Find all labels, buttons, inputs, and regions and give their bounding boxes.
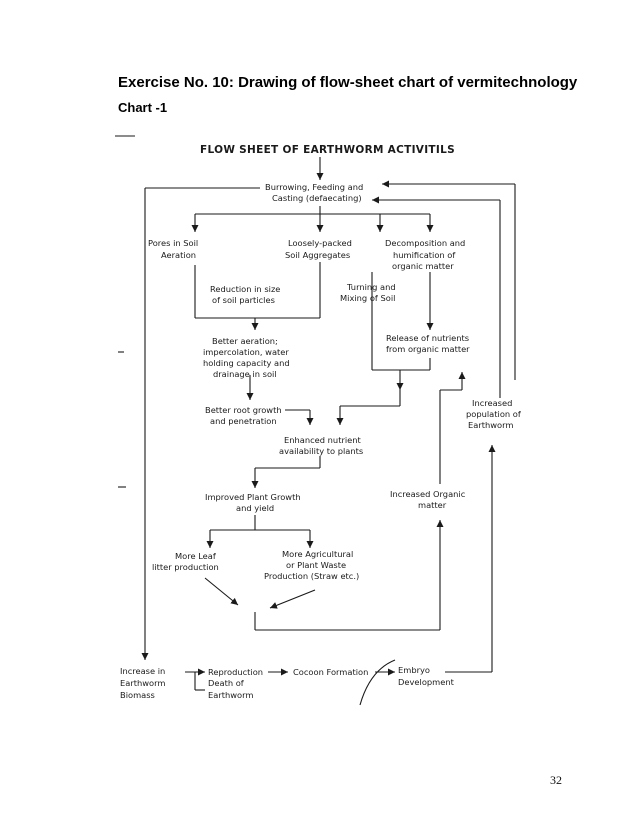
svg-text:Soil Aggregates: Soil Aggregates [285, 250, 350, 260]
node-increased-population: Increased population of Earthworm [466, 398, 522, 430]
svg-text:Burrowing, Feeding and: Burrowing, Feeding and [265, 182, 363, 192]
svg-text:Reduction in size: Reduction in size [210, 284, 280, 294]
page-number: 32 [550, 773, 562, 787]
svg-text:Pores in Soil: Pores in Soil [148, 238, 198, 248]
svg-text:Mixing of Soil: Mixing of Soil [340, 293, 395, 303]
node-loosely: Loosely-packed Soil Aggregates [285, 238, 352, 260]
svg-text:Casting (defaecating): Casting (defaecating) [272, 193, 362, 203]
node-release: Release of nutrients from organic matter [386, 333, 470, 354]
node-embryo: Embryo Development [398, 665, 455, 687]
node-decomposition: Decomposition and humification of organi… [385, 238, 465, 271]
exercise-title: Exercise No. 10: Drawing of flow-sheet c… [118, 74, 578, 91]
node-reproduction: Reproduction Death of Earthworm [208, 667, 263, 700]
svg-text:Biomass: Biomass [120, 690, 155, 700]
svg-text:Better aeration;: Better aeration; [212, 336, 278, 346]
svg-text:More Agricultural: More Agricultural [282, 549, 353, 559]
svg-text:Reproduction: Reproduction [208, 667, 263, 677]
svg-text:Increased: Increased [472, 398, 512, 408]
node-cocoon: Cocoon Formation [293, 667, 368, 677]
svg-text:impercolation, water: impercolation, water [203, 347, 289, 357]
svg-text:More Leaf: More Leaf [175, 551, 217, 561]
svg-text:matter: matter [418, 500, 447, 510]
svg-text:from organic matter: from organic matter [386, 344, 470, 354]
svg-text:Decomposition and: Decomposition and [385, 238, 465, 248]
svg-text:and yield: and yield [236, 503, 274, 513]
svg-text:or Plant Waste: or Plant Waste [286, 560, 346, 570]
svg-text:availability to plants: availability to plants [279, 446, 363, 456]
svg-text:Death of: Death of [208, 678, 245, 688]
node-root-growth: Better root growth and penetration [205, 405, 282, 426]
svg-text:Enhanced nutrient: Enhanced nutrient [284, 435, 362, 445]
node-improved-growth: Improved Plant Growth and yield [205, 492, 301, 513]
node-enhanced-nutrient: Enhanced nutrient availability to plants [279, 435, 363, 456]
diagram-title: FLOW SHEET OF EARTHWORM ACTIVITILS [200, 144, 455, 156]
svg-text:Increased Organic: Increased Organic [390, 489, 466, 499]
node-biomass: Increase in Earthworm Biomass [120, 666, 165, 700]
svg-text:Embryo: Embryo [398, 665, 430, 675]
node-agricultural-waste: More Agricultural or Plant Waste Product… [264, 549, 359, 581]
svg-text:drainage in soil: drainage in soil [213, 369, 277, 379]
svg-text:holding capacity and: holding capacity and [203, 358, 290, 368]
svg-text:Release of nutrients: Release of nutrients [386, 333, 469, 343]
svg-text:humification of: humification of [393, 250, 456, 260]
svg-text:and penetration: and penetration [210, 416, 277, 426]
svg-text:Loosely-packed: Loosely-packed [288, 238, 352, 248]
svg-text:Increase in: Increase in [120, 666, 165, 676]
node-better-aeration: Better aeration; impercolation, water ho… [203, 336, 290, 379]
svg-text:Production (Straw etc.): Production (Straw etc.) [264, 571, 359, 581]
svg-text:Earthworm: Earthworm [208, 690, 253, 700]
node-leaf-litter: More Leaf litter production [152, 551, 219, 572]
svg-text:Better root growth: Better root growth [205, 405, 282, 415]
svg-text:of soil particles: of soil particles [212, 295, 275, 305]
node-turning: Turning and Mixing of Soil [340, 282, 396, 303]
svg-text:Turning and: Turning and [346, 282, 396, 292]
svg-text:Improved Plant Growth: Improved Plant Growth [205, 492, 301, 502]
connectors [115, 135, 516, 706]
svg-text:Aeration: Aeration [161, 250, 196, 260]
svg-text:organic matter: organic matter [392, 261, 454, 271]
svg-text:population of: population of [466, 409, 522, 419]
node-increased-organic: Increased Organic matter [390, 489, 466, 510]
chart-label: Chart -1 [118, 100, 168, 115]
node-burrowing: Burrowing, Feeding and Casting (defaecat… [265, 182, 363, 203]
svg-text:Cocoon Formation: Cocoon Formation [293, 667, 368, 677]
svg-text:Earthworm: Earthworm [468, 420, 513, 430]
node-pores: Pores in Soil Aeration [148, 238, 198, 260]
svg-text:Development: Development [398, 677, 455, 687]
node-reduction: Reduction in size of soil particles [210, 284, 280, 305]
svg-text:Earthworm: Earthworm [120, 678, 165, 688]
svg-text:litter production: litter production [152, 562, 219, 572]
